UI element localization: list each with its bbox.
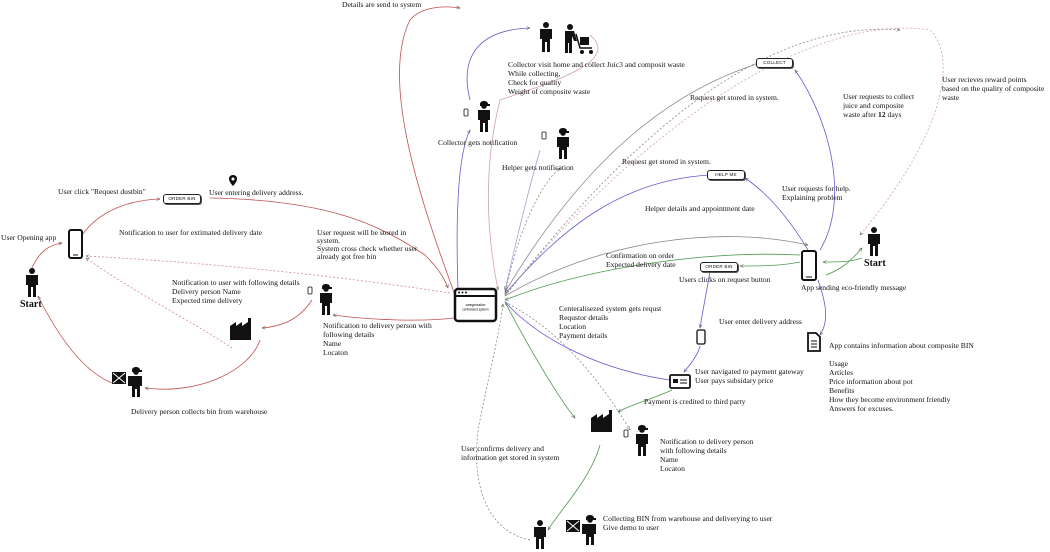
edge-central-to-factory <box>504 301 575 418</box>
central-line2: centralized system <box>462 308 489 312</box>
edge-card-to-central <box>505 302 671 381</box>
label-user-opening-app: User Opening app <box>1 233 57 242</box>
edge-phone-to-helpme <box>745 178 809 251</box>
label-payment-gateway: User navigated to payment gateway User p… <box>695 367 804 385</box>
label-collecting-bin: Collecting BIN from warehouse and delive… <box>603 514 773 532</box>
edge-collector-to-visit <box>466 28 530 101</box>
collector-icon <box>566 515 596 545</box>
label-helper-notif: Helper gets notification <box>502 163 574 172</box>
label-central-gets: Centeralisezed system gets requst Requst… <box>559 304 662 340</box>
edge-factory-to-phone <box>86 258 233 349</box>
label-notif-delivery-person: Notification to delivery person with fol… <box>323 321 432 357</box>
edge-phone2-to-card <box>684 345 701 372</box>
label-user-requests-collect: User requests to collect juice and compo… <box>843 92 915 119</box>
system-window-icon: categorization centralized system <box>453 287 498 323</box>
phone-icon <box>68 229 83 259</box>
label-notif-delivery-person-2: Notification to delivery person with fol… <box>660 437 754 473</box>
order-bin-pill-right[interactable]: ORDER BIN <box>700 262 738 272</box>
label-info-list: Usage Articles Price information about p… <box>829 359 951 413</box>
label-req-stored-2: Request get stored in system. <box>622 157 711 166</box>
factory-icon <box>230 318 251 340</box>
label-payment-credited: Payment is credited to third party <box>644 397 746 406</box>
central-line1: categorization <box>466 303 486 307</box>
delivery-person-icon <box>463 101 490 132</box>
edge-reward <box>504 27 944 297</box>
edge-helper-to-central <box>505 149 541 290</box>
label-user-entering-address: User entering delivery address. <box>209 188 304 197</box>
edge-phone-to-start-right <box>825 248 862 276</box>
label-days-unit: days <box>887 110 902 119</box>
person-icon <box>534 520 546 549</box>
edge-delivery-to-factory <box>262 299 313 328</box>
label-days-num: 12 <box>878 110 886 119</box>
edge-collect-to-central <box>504 62 761 292</box>
label-user-click-dustbin: User click "Request dustbin" <box>58 187 146 196</box>
edge-bottom-to-central <box>476 304 531 541</box>
delivery-person-icon <box>623 425 648 456</box>
label-start-right: Start <box>864 258 886 269</box>
delivery-person-icon <box>307 284 332 315</box>
person-icon <box>868 227 880 256</box>
phone-icon <box>696 329 706 345</box>
edge-central-to-helper <box>504 168 560 296</box>
edge-phone-to-doc <box>817 279 827 335</box>
collect-pill[interactable]: COLLECT <box>756 58 793 68</box>
label-notif-user-details: Notification to user with following deta… <box>172 278 300 305</box>
label-req-stored-cross: User request will be stored in system. S… <box>317 228 418 261</box>
edge-deliverer-to-start <box>37 296 113 384</box>
label-user-enter-address: User enter delivery address <box>719 317 802 326</box>
label-confirmation: Confirmation on order Expected delivery … <box>606 251 676 269</box>
label-user-req-help: User requests for help. Explaining probl… <box>782 184 851 202</box>
edge-phone-to-orderbin <box>81 199 160 236</box>
edge-helpdetails <box>504 236 808 297</box>
label-notif-est-date: Notification to user for extimated deliv… <box>119 228 262 237</box>
label-collector-visit: Collector visit home and collect Juic3 a… <box>508 60 685 96</box>
label-app-contains: App contains information about composite… <box>829 341 974 350</box>
collector-icon <box>112 367 142 397</box>
card-icon <box>669 374 691 389</box>
edge-factory-to-deliverer <box>145 339 261 389</box>
edge-central-to-details <box>399 7 460 296</box>
edge-phone-to-orderbin-right <box>740 261 801 266</box>
label-req-stored-1: Request get stored in system. <box>690 93 779 102</box>
edge-card-to-factory <box>618 389 673 413</box>
factory-icon <box>591 410 612 432</box>
label-reward: User recieves reward points based on the… <box>942 75 1045 102</box>
edge-visit-back <box>487 34 599 290</box>
help-me-pill[interactable]: HELP ME <box>707 170 745 180</box>
edge-deliveryperson2 <box>504 301 631 430</box>
edge-confirm <box>505 253 801 300</box>
edge-start-to-phone-right <box>823 257 863 262</box>
delivery-person-icon <box>541 128 569 159</box>
phone-icon <box>801 250 817 281</box>
person-icon <box>540 22 552 52</box>
edge-orderbin-to-phone2 <box>700 271 711 328</box>
location-pin-icon <box>229 175 237 186</box>
document-icon <box>807 332 821 352</box>
edge-phone-to-collect <box>795 70 836 251</box>
label-collector-notif: Collector gets notification <box>438 138 518 147</box>
edge-central-to-notifest <box>86 256 451 294</box>
label-user-confirms: User confirms delivery and information g… <box>461 444 560 462</box>
label-start-left: Start <box>20 299 42 310</box>
label-waste-after: waste after <box>843 110 877 119</box>
edge-central-to-delivery <box>333 315 456 321</box>
label-eco-message: App sending eco-friendly message <box>801 283 907 292</box>
edge-start-to-phone <box>31 243 62 269</box>
label-details-sent: Details are send to system <box>342 0 422 9</box>
person-icon <box>26 268 38 297</box>
label-delivery-collects: Delivery person collects bin from wareho… <box>131 407 268 416</box>
edge-addr-to-central <box>209 197 448 288</box>
label-clicks-request: Users clicks on request button <box>679 275 771 284</box>
cart-person-icon <box>565 24 593 54</box>
edge-central-to-collector <box>456 130 471 291</box>
edge-factory-to-bottom <box>547 444 601 530</box>
label-helper-details: Helper details and appointment date <box>645 204 755 213</box>
order-bin-pill-left[interactable]: ORDER BIN <box>163 194 201 204</box>
edge-collect-dotted <box>504 29 900 297</box>
